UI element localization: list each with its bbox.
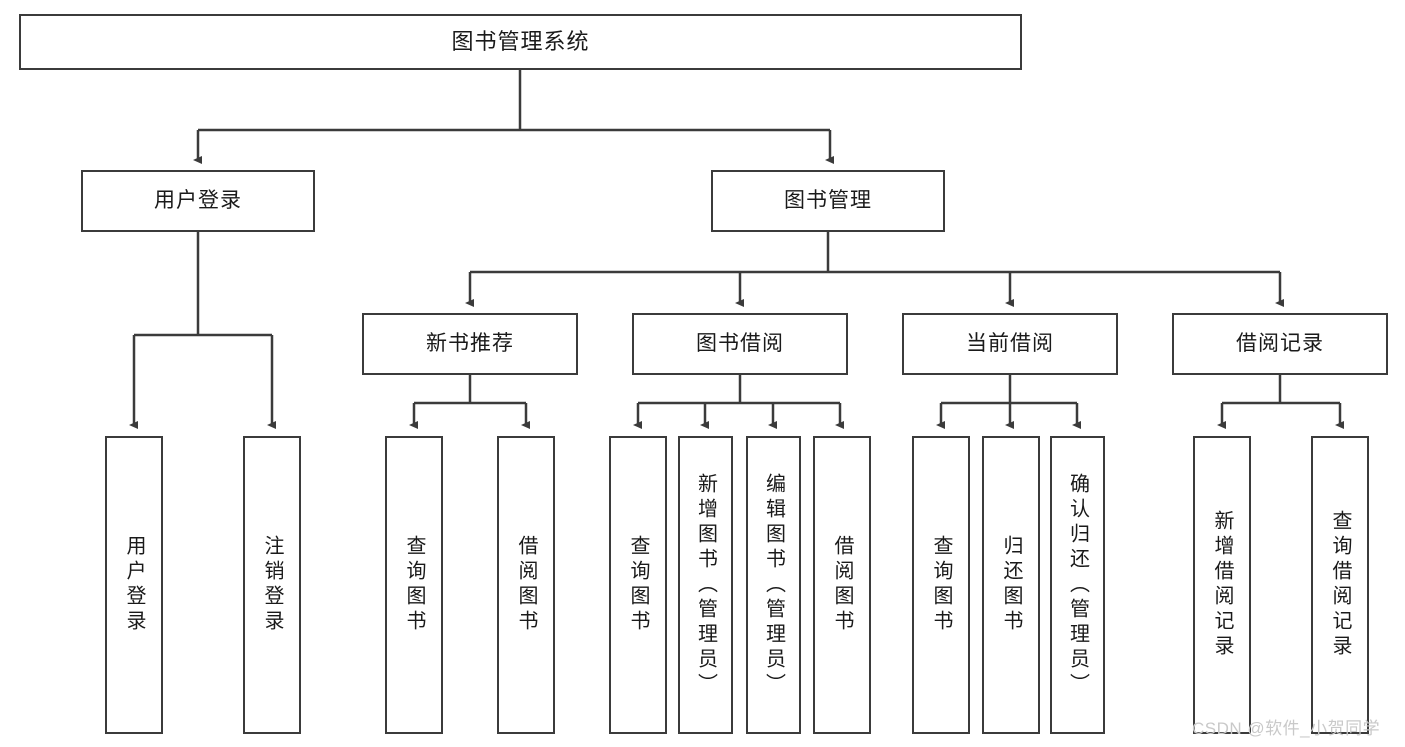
leaf-borrow-record-query[interactable]: 查询借阅记录 xyxy=(1311,436,1369,734)
node-book-management-label: 图书管理 xyxy=(784,189,872,213)
leaf-label: 查询图书 xyxy=(403,535,425,635)
node-current-borrow-label: 当前借阅 xyxy=(966,332,1054,356)
leaf-label: 归还图书 xyxy=(1000,535,1022,635)
node-root[interactable]: 图书管理系统 xyxy=(19,14,1022,70)
node-user-login[interactable]: 用户登录 xyxy=(81,170,315,232)
leaf-current-borrow-query[interactable]: 查询图书 xyxy=(912,436,970,734)
leaf-user-login-logout[interactable]: 注销登录 xyxy=(243,436,301,734)
node-user-login-label: 用户登录 xyxy=(154,189,242,213)
leaf-label: 借阅图书 xyxy=(831,535,853,635)
leaf-book-borrow-query[interactable]: 查询图书 xyxy=(609,436,667,734)
leaf-label: 查询图书 xyxy=(627,535,649,635)
leaf-label: 查询图书 xyxy=(930,535,952,635)
leaf-label: 注销登录 xyxy=(261,535,283,635)
node-book-borrow[interactable]: 图书借阅 xyxy=(632,313,848,375)
leaf-label: 编辑图书（管理员） xyxy=(762,472,785,698)
node-borrow-record[interactable]: 借阅记录 xyxy=(1172,313,1388,375)
leaf-user-login-login[interactable]: 用户登录 xyxy=(105,436,163,734)
node-current-borrow[interactable]: 当前借阅 xyxy=(902,313,1118,375)
node-root-label: 图书管理系统 xyxy=(451,28,590,54)
leaf-current-borrow-confirm-return[interactable]: 确认归还（管理员） xyxy=(1050,436,1105,734)
leaf-current-borrow-return[interactable]: 归还图书 xyxy=(982,436,1040,734)
leaf-label: 查询借阅记录 xyxy=(1329,510,1351,660)
leaf-label: 借阅图书 xyxy=(515,535,537,635)
leaf-label: 新增图书（管理员） xyxy=(694,472,717,698)
leaf-label: 新增借阅记录 xyxy=(1211,510,1233,660)
leaf-book-borrow-edit[interactable]: 编辑图书（管理员） xyxy=(746,436,801,734)
leaf-borrow-record-add[interactable]: 新增借阅记录 xyxy=(1193,436,1251,734)
leaf-new-book-query[interactable]: 查询图书 xyxy=(385,436,443,734)
node-book-borrow-label: 图书借阅 xyxy=(696,332,784,356)
csdn-watermark: CSDN @软件_小贺同学 xyxy=(1192,719,1381,738)
leaf-book-borrow-borrow[interactable]: 借阅图书 xyxy=(813,436,871,734)
leaf-book-borrow-add[interactable]: 新增图书（管理员） xyxy=(678,436,733,734)
leaf-label: 确认归还（管理员） xyxy=(1066,472,1089,698)
node-book-management[interactable]: 图书管理 xyxy=(711,170,945,232)
node-new-book-recommend-label: 新书推荐 xyxy=(426,332,514,356)
leaf-new-book-borrow[interactable]: 借阅图书 xyxy=(497,436,555,734)
leaf-label: 用户登录 xyxy=(123,535,145,635)
node-new-book-recommend[interactable]: 新书推荐 xyxy=(362,313,578,375)
node-borrow-record-label: 借阅记录 xyxy=(1236,332,1324,356)
